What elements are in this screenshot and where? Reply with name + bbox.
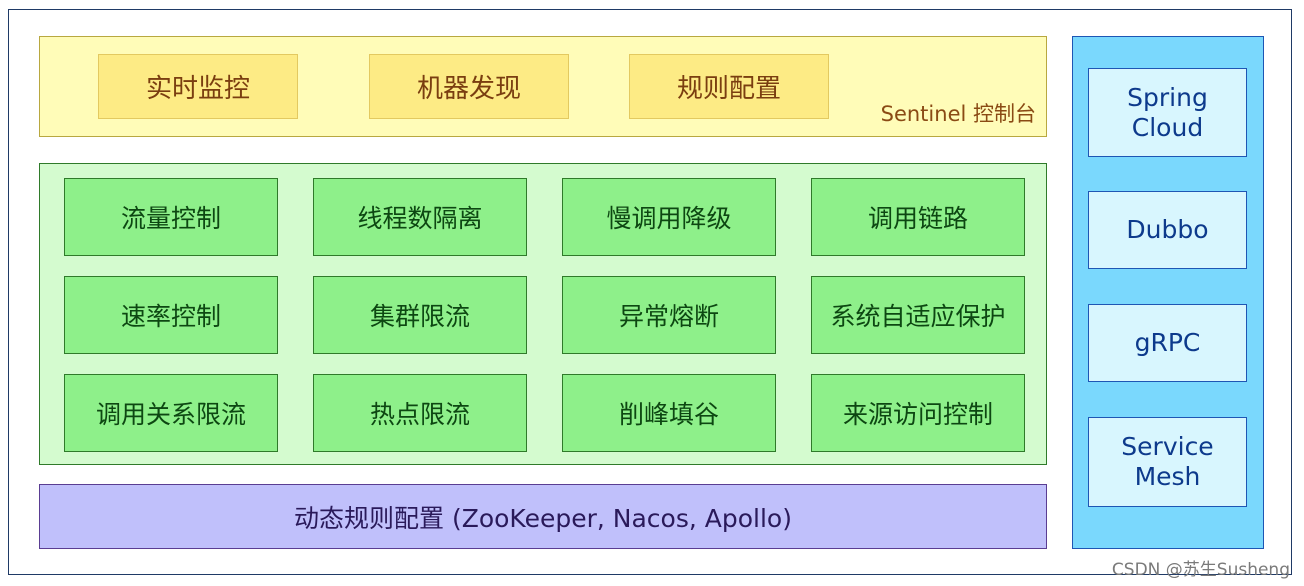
adapter-grpc: gRPC <box>1088 304 1247 382</box>
feature-call-chain: 调用链路 <box>811 178 1025 256</box>
feature-rate-control: 速率控制 <box>64 276 278 354</box>
feature-flow-control: 流量控制 <box>64 178 278 256</box>
feature-slow-call-degrade: 慢调用降级 <box>562 178 776 256</box>
console-item-rule-config: 规则配置 <box>629 54 829 119</box>
adapter-dubbo: Dubbo <box>1088 191 1247 269</box>
watermark: CSDN @苏生Susheng <box>1111 560 1290 580</box>
console-item-machine-discovery: 机器发现 <box>369 54 569 119</box>
dynamic-rules-layer: 动态规则配置 (ZooKeeper, Nacos, Apollo) <box>39 484 1047 549</box>
console-item-realtime-monitoring: 实时监控 <box>98 54 298 119</box>
feature-origin-access-control: 来源访问控制 <box>811 374 1025 452</box>
feature-system-adaptive-protection: 系统自适应保护 <box>811 276 1025 354</box>
console-title: Sentinel 控制台 <box>880 102 1036 126</box>
feature-cluster-limit: 集群限流 <box>313 276 527 354</box>
feature-peak-shaving: 削峰填谷 <box>562 374 776 452</box>
feature-hotspot-limit: 热点限流 <box>313 374 527 452</box>
feature-exception-circuit-break: 异常熔断 <box>562 276 776 354</box>
feature-thread-isolation: 线程数隔离 <box>313 178 527 256</box>
feature-relation-limit: 调用关系限流 <box>64 374 278 452</box>
